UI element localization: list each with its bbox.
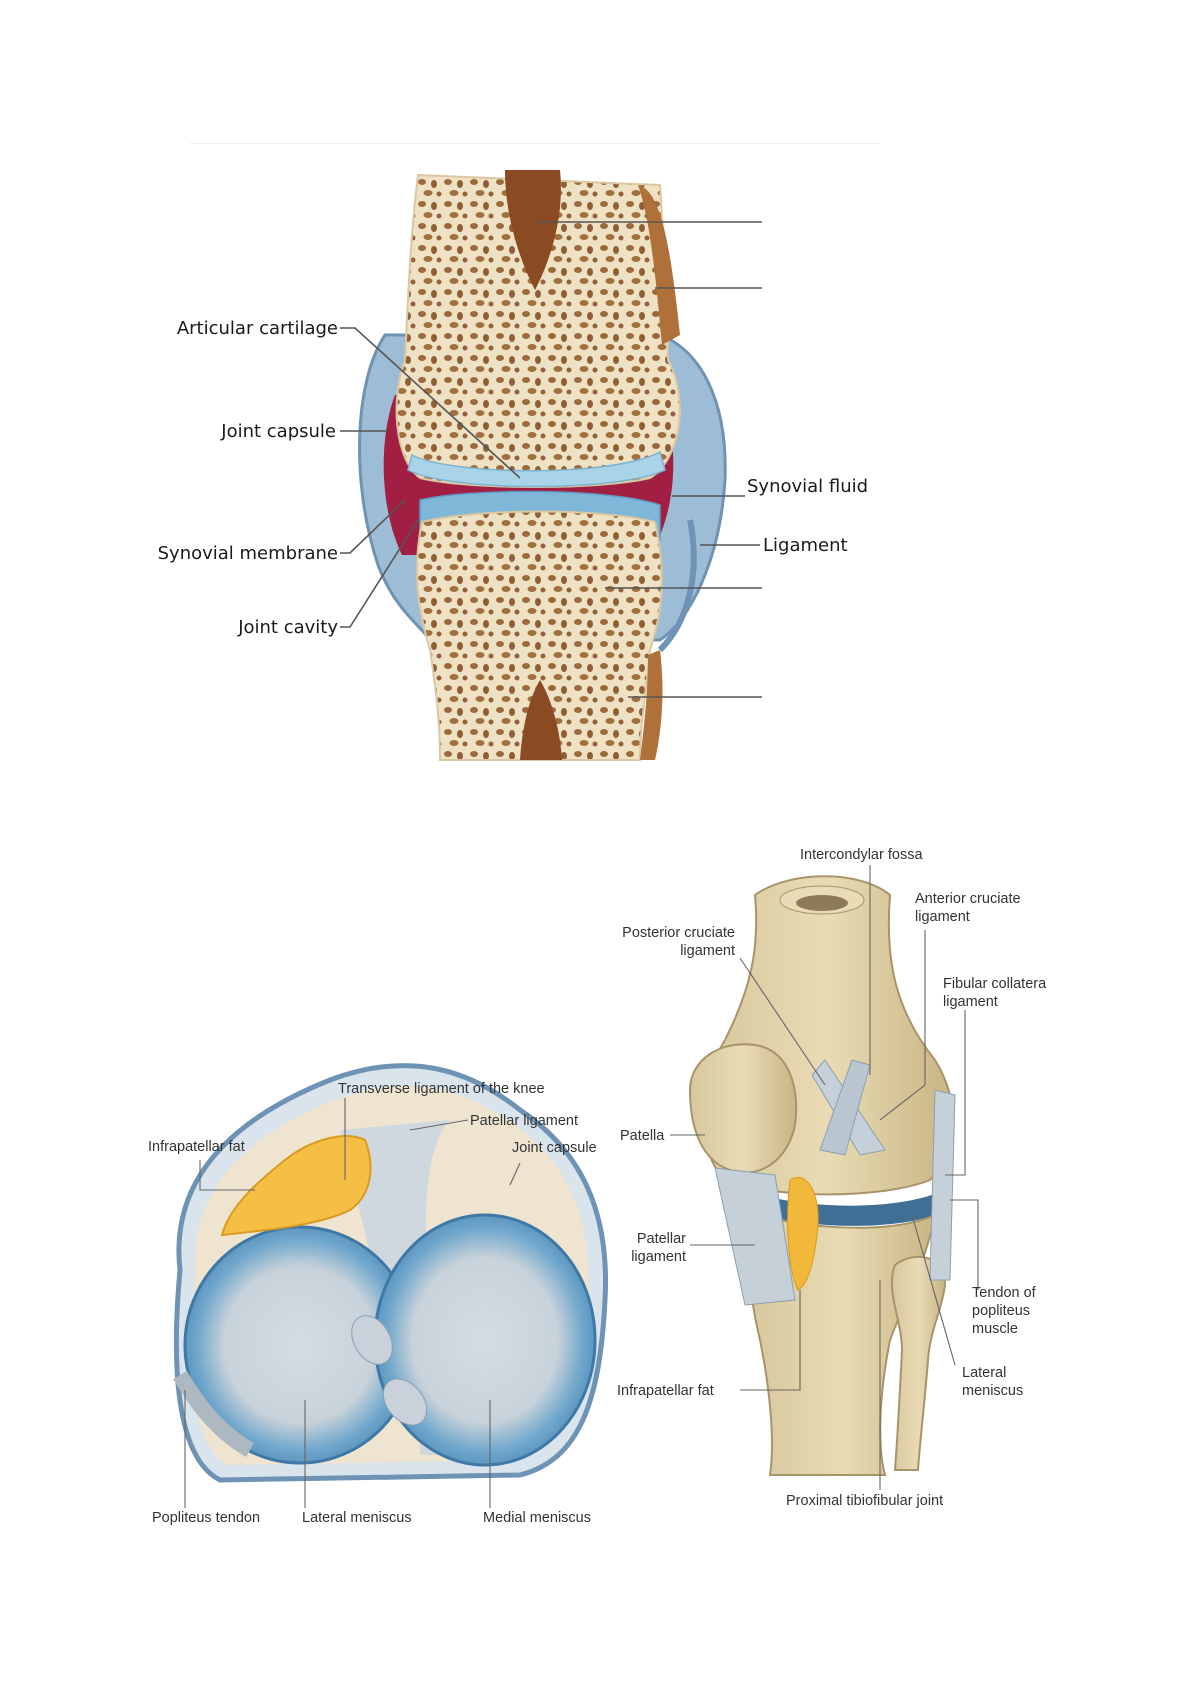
cruciate-attachment-anterior <box>351 1315 393 1365</box>
femur-marrow-opening <box>796 895 848 911</box>
lower-ligament <box>657 519 697 653</box>
label-joint-capsule: Joint capsule <box>220 421 336 442</box>
label-anterior-cruciate-2: ligament <box>915 909 970 925</box>
label-popliteus-tendon: Popliteus tendon <box>152 1510 260 1526</box>
label-posterior-cruciate-2: ligament <box>680 943 735 959</box>
label-infrapatellar-fat-superior: Infrapatellar fat <box>148 1139 245 1155</box>
knee-anterior-diagram <box>688 875 956 1476</box>
label-patellar-ligament-anterior-2: ligament <box>631 1249 686 1265</box>
label-tendon-popliteus: Tendon of <box>972 1285 1037 1301</box>
label-joint-cavity: Joint cavity <box>237 617 338 638</box>
upper-marrow <box>505 170 561 290</box>
label-lateral-meniscus-anterior: Lateral <box>962 1365 1006 1381</box>
knee-superior-diagram <box>173 1063 609 1483</box>
label-synovial-membrane: Synovial membrane <box>158 543 338 564</box>
divider-line <box>190 143 880 144</box>
label-tendon-popliteus-2: popliteus <box>972 1303 1030 1319</box>
infrapatellar-fat-anterior-shape <box>787 1177 819 1291</box>
cruciate-ligaments-2 <box>819 1059 871 1156</box>
label-anterior-cruciate: Anterior cruciate <box>915 891 1021 907</box>
lower-periosteum <box>640 650 663 760</box>
label-tendon-popliteus-3: muscle <box>972 1321 1018 1337</box>
patella-shape <box>688 1043 798 1174</box>
patellar-ligament-shape <box>714 1167 796 1306</box>
label-fibular-collateral: Fibular collatera <box>943 976 1047 992</box>
lower-marrow <box>520 680 562 760</box>
synovial-joint-diagram <box>358 170 727 761</box>
fibula-shape <box>890 1255 947 1471</box>
label-infrapatellar-fat-anterior: Infrapatellar fat <box>617 1383 714 1399</box>
label-posterior-cruciate: Posterior cruciate <box>622 925 735 941</box>
synovial-leaders <box>340 221 762 698</box>
label-intercondylar-fossa: Intercondylar fossa <box>800 847 923 863</box>
label-synovial-fluid: Synovial fluid <box>747 476 868 497</box>
label-medial-meniscus-superior: Medial meniscus <box>483 1510 591 1526</box>
label-patella: Patella <box>620 1128 665 1144</box>
label-proximal-tibiofibular: Proximal tibiofibular joint <box>786 1493 943 1509</box>
label-articular-cartilage: Articular cartilage <box>177 318 338 339</box>
upper-articular-cartilage <box>407 450 666 488</box>
infrapatellar-fat-shape <box>220 1135 372 1237</box>
upper-periosteum <box>638 185 680 345</box>
label-patellar-ligament-superior: Patellar ligament <box>470 1113 578 1129</box>
fibular-collateral-shape <box>929 1089 956 1281</box>
label-transverse-ligament: Transverse ligament of the knee <box>338 1081 545 1097</box>
lower-bone <box>415 510 663 761</box>
label-lateral-meniscus-anterior-2: meniscus <box>962 1383 1023 1399</box>
label-patellar-ligament-anterior: Patellar <box>637 1231 686 1247</box>
label-fibular-collateral-2: ligament <box>943 994 998 1010</box>
label-joint-capsule-superior: Joint capsule <box>512 1140 597 1156</box>
label-lateral-meniscus-superior: Lateral meniscus <box>302 1510 412 1526</box>
superior-leaders <box>184 1098 521 1508</box>
label-ligament: Ligament <box>763 535 848 556</box>
cruciate-attachment-posterior <box>382 1378 428 1426</box>
medial-meniscus-shape <box>373 1213 597 1467</box>
popliteus-tendon-shape <box>173 1370 255 1457</box>
anterior-leaders <box>670 865 979 1490</box>
